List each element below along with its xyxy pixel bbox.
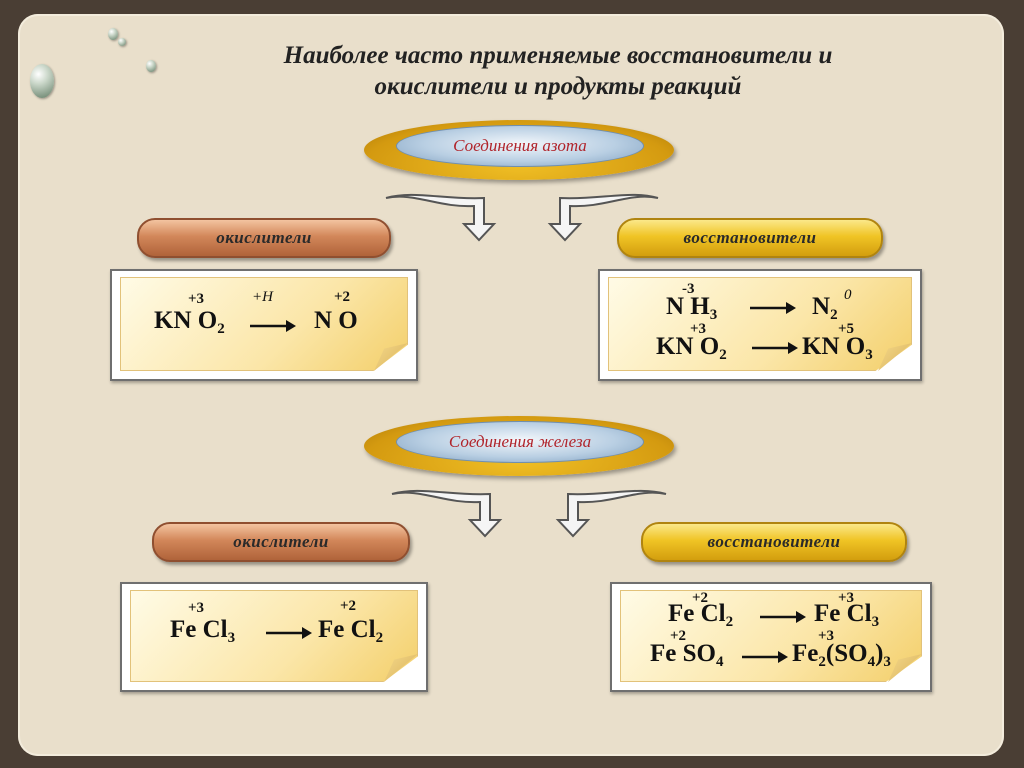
nitrogen-oxidizer-reaction-box: +3 +H +2 KN O2 N O: [110, 269, 418, 381]
reaction-arrow-icon: [266, 627, 312, 639]
oxidation-state: +2: [670, 628, 687, 644]
reactant-formula: N H3: [666, 293, 718, 323]
arrow-down-right-icon: [391, 489, 503, 538]
reaction-arrow-icon: [750, 302, 796, 314]
oxidation-state: 0: [844, 287, 852, 303]
product-formula: N O: [314, 307, 358, 334]
oxidation-state: +3: [690, 321, 707, 337]
title-line-2: окислители и продукты реакций: [374, 73, 742, 100]
iron-heading: Соединения железа: [396, 421, 644, 463]
iron-oxidizer-reaction-box: +3 +2 Fe Cl3 Fe Cl2: [120, 582, 428, 692]
oxidation-state: +3: [838, 590, 855, 606]
product-formula: KN O3: [802, 333, 873, 363]
oxidation-state: +3: [188, 600, 205, 616]
slide-title: Наиболее часто применяемые восстановител…: [198, 40, 918, 102]
arrow-down-left-icon: [547, 193, 659, 242]
sticky-note: [608, 277, 912, 371]
iron-heading-badge: Соединения железа: [364, 416, 674, 476]
sticky-note: [620, 590, 922, 682]
product-formula: Fe Cl3: [814, 600, 880, 630]
iron-reducer-reaction-box: +2 Fe Cl2 +3 Fe Cl3 +2 Fe SO4 +3 Fe2(SO4…: [610, 582, 932, 692]
oxidation-state: +5: [838, 321, 855, 337]
reactant-formula: KN O2: [656, 333, 727, 363]
oxidation-state: +2: [340, 598, 357, 614]
water-drop-icon: [108, 28, 118, 40]
nitrogen-reducer-reaction-box: -3 N H3 N2 0 +3 KN O2 +5 KN O3: [598, 269, 922, 381]
reaction-arrow-icon: [752, 342, 798, 354]
sticky-note: [130, 590, 418, 682]
arrow-down-right-icon: [385, 193, 497, 242]
oxidation-state: +3: [818, 628, 835, 644]
arrow-down-left-icon: [555, 489, 667, 538]
title-line-1: Наиболее часто применяемые восстановител…: [283, 42, 833, 69]
oxidation-state: +2: [334, 289, 351, 305]
nitrogen-heading-badge: Соединения азота: [364, 120, 674, 180]
reactant-formula: KN O2: [154, 307, 225, 337]
reactant-formula: Fe Cl3: [170, 616, 236, 646]
product-formula: N2: [812, 293, 838, 323]
nitrogen-heading: Соединения азота: [396, 125, 644, 167]
iron-oxidizers-label: окислители: [152, 522, 410, 562]
oxidation-state: +2: [692, 590, 709, 606]
reactant-formula: Fe Cl2: [668, 600, 734, 630]
water-drop-icon: [30, 64, 54, 98]
nitrogen-oxidizers-label: окислители: [137, 218, 391, 258]
reaction-arrow-icon: [760, 611, 806, 623]
reaction-arrow-icon: [250, 320, 296, 332]
oxidation-state: +3: [188, 291, 205, 307]
iron-reducers-label: восстановители: [641, 522, 907, 562]
sticky-note: [120, 277, 408, 371]
product-formula: Fe Cl2: [318, 616, 384, 646]
slide: Наиболее часто применяемые восстановител…: [18, 14, 1004, 756]
nitrogen-reducers-label: восстановители: [617, 218, 883, 258]
oxidation-state: -3: [682, 281, 695, 297]
water-drop-icon: [118, 38, 126, 46]
water-drop-icon: [146, 60, 156, 72]
reaction-condition: +H: [252, 289, 273, 305]
reactant-formula: Fe SO4: [650, 640, 724, 670]
product-formula: Fe2(SO4)3: [792, 640, 891, 670]
reaction-arrow-icon: [742, 651, 788, 663]
